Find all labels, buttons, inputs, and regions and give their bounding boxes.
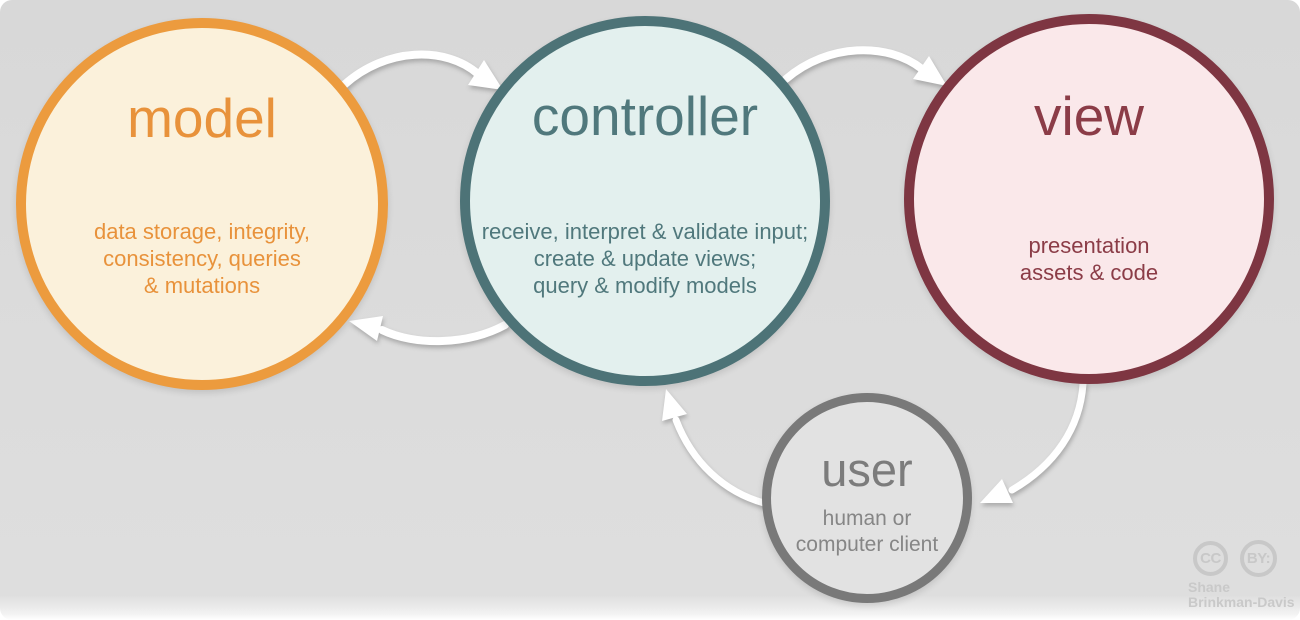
arrow-model-to-controller — [340, 50, 482, 89]
node-model-title: model — [127, 87, 277, 149]
arrowhead-model-to-controller — [468, 60, 503, 90]
arrowhead-controller-to-model — [349, 316, 383, 341]
node-controller-description: receive, interpret & validate input; cre… — [481, 219, 809, 298]
arrowhead-view-to-user — [980, 479, 1013, 503]
node-controller: controller receive, interpret & validate… — [460, 16, 830, 386]
arrowhead-controller-to-view — [913, 56, 947, 86]
arrow-user-to-controller — [672, 416, 768, 507]
node-user-description: human or computer client — [795, 507, 939, 556]
node-model-description: data storage, integrity, consistency, qu… — [93, 219, 311, 298]
arrow-controller-to-model — [378, 321, 509, 346]
node-controller-title: controller — [531, 85, 759, 147]
by-license-icon: BY: — [1240, 540, 1277, 577]
arrow-view-to-user — [1008, 380, 1087, 494]
node-user-title: user — [821, 443, 913, 496]
node-view-description: presentation assets & code — [1019, 233, 1159, 285]
cc-license-icon: CC — [1193, 541, 1228, 576]
arrowhead-user-to-controller — [662, 389, 687, 421]
node-model: model data storage, integrity, consisten… — [16, 18, 388, 390]
node-user: user human or computer client — [762, 393, 972, 603]
attribution-author: Shane Brinkman-Davis — [1188, 579, 1295, 610]
arrow-controller-to-view — [782, 46, 926, 83]
node-view: view presentation assets & code — [904, 14, 1274, 384]
node-view-title: view — [1033, 85, 1145, 147]
